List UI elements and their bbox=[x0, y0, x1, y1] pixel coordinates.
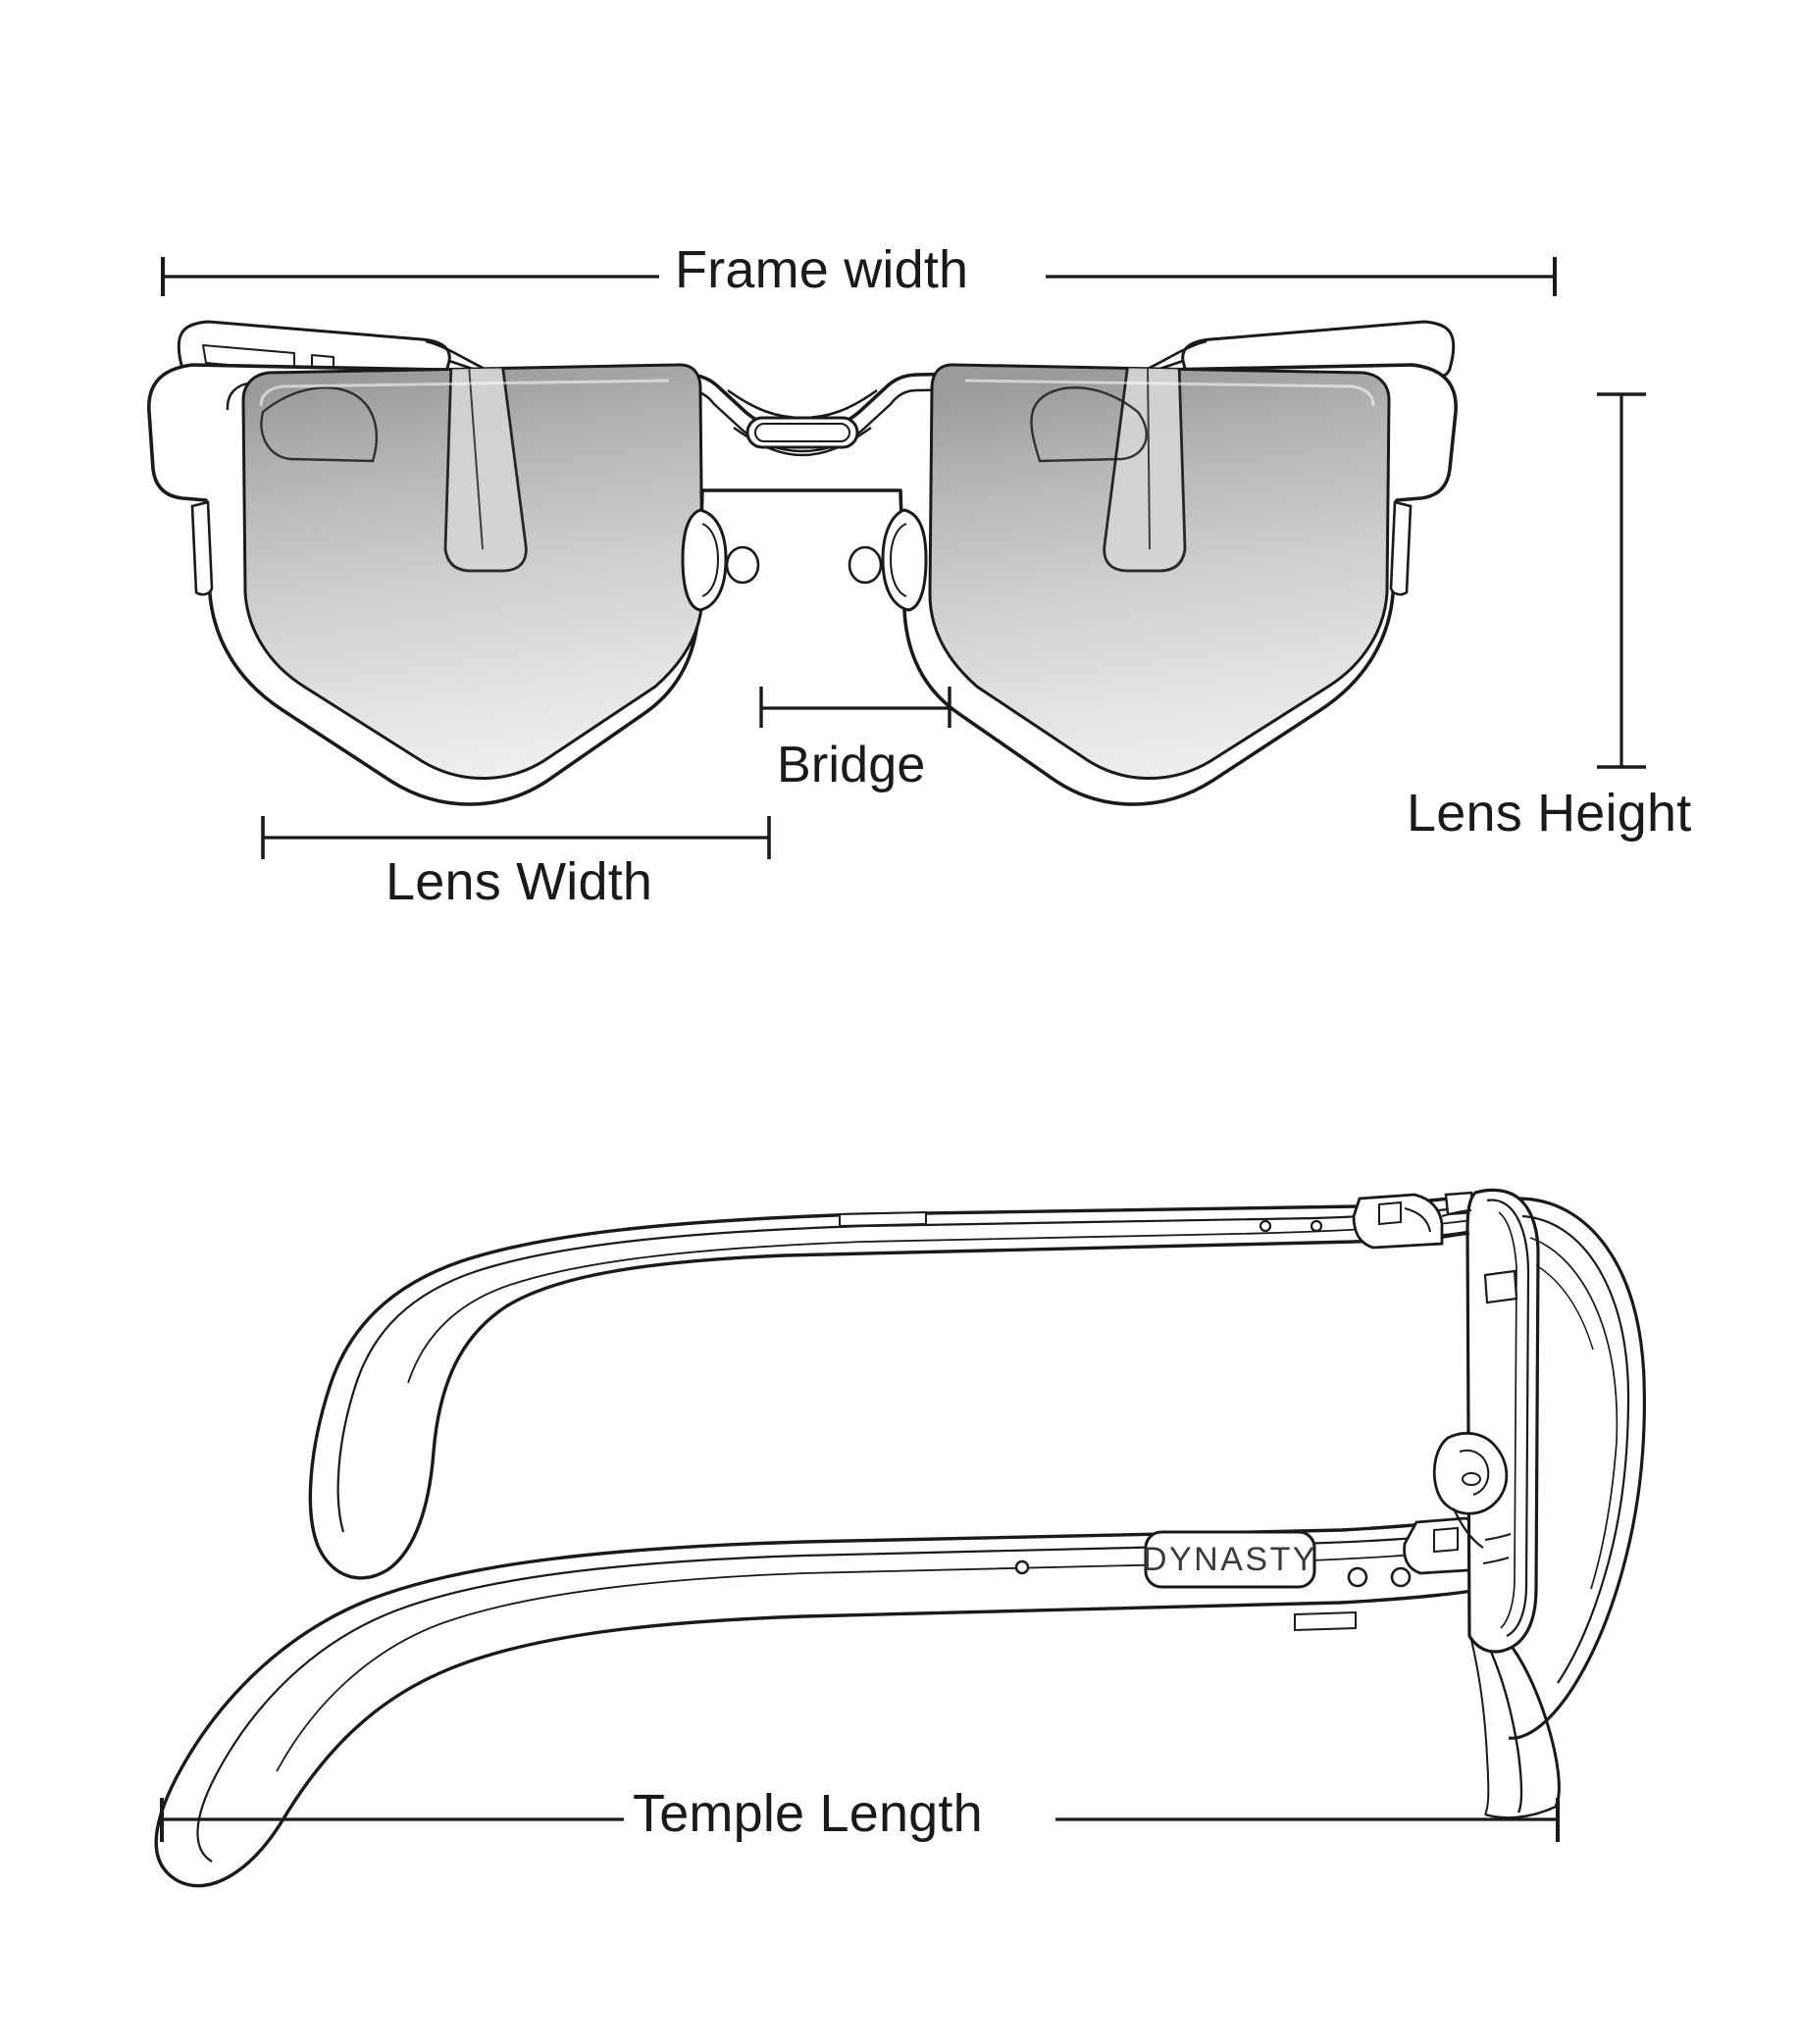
label-frame-width: Frame width bbox=[675, 240, 969, 299]
bridge-detail bbox=[727, 388, 878, 457]
nose-pads bbox=[681, 508, 928, 612]
dimension-lens-width bbox=[261, 816, 771, 859]
side-brow-curve bbox=[1508, 1197, 1646, 1740]
label-lens-width: Lens Width bbox=[386, 852, 653, 911]
side-view-sunglasses: DYNASTY bbox=[154, 1188, 1646, 1888]
dimension-frame-width bbox=[161, 257, 1557, 296]
dimension-lens-height bbox=[1597, 392, 1646, 769]
side-lower-temple: DYNASTY bbox=[154, 1514, 1497, 1888]
side-nose-pad-assembly bbox=[1432, 1269, 1518, 1549]
right-lens-highlight bbox=[1030, 385, 1148, 463]
label-lens-height: Lens Height bbox=[1407, 784, 1692, 843]
temple-brand-plate: DYNASTY bbox=[1143, 1530, 1317, 1589]
dimension-temple-length bbox=[160, 1798, 1560, 1842]
right-lens bbox=[928, 363, 1391, 780]
dimension-bridge bbox=[759, 687, 951, 728]
side-upper-temple bbox=[308, 1191, 1493, 1580]
right-temple-through-lens bbox=[1103, 364, 1187, 573]
left-lens bbox=[241, 363, 704, 780]
left-lens-highlight bbox=[260, 385, 379, 463]
temple-brand-text: DYNASTY bbox=[1143, 1541, 1317, 1578]
front-hinges bbox=[190, 500, 1413, 596]
side-hinge-connectors bbox=[1441, 1209, 1512, 1564]
label-temple-length: Temple Length bbox=[633, 1784, 983, 1843]
left-temple-through-lens bbox=[443, 364, 528, 573]
side-lens-edge bbox=[1470, 1639, 1561, 1819]
front-view-sunglasses bbox=[147, 320, 1458, 806]
label-bridge: Bridge bbox=[777, 737, 926, 793]
side-front-rim bbox=[1465, 1188, 1540, 1654]
side-upper-hinge bbox=[1352, 1191, 1475, 1250]
